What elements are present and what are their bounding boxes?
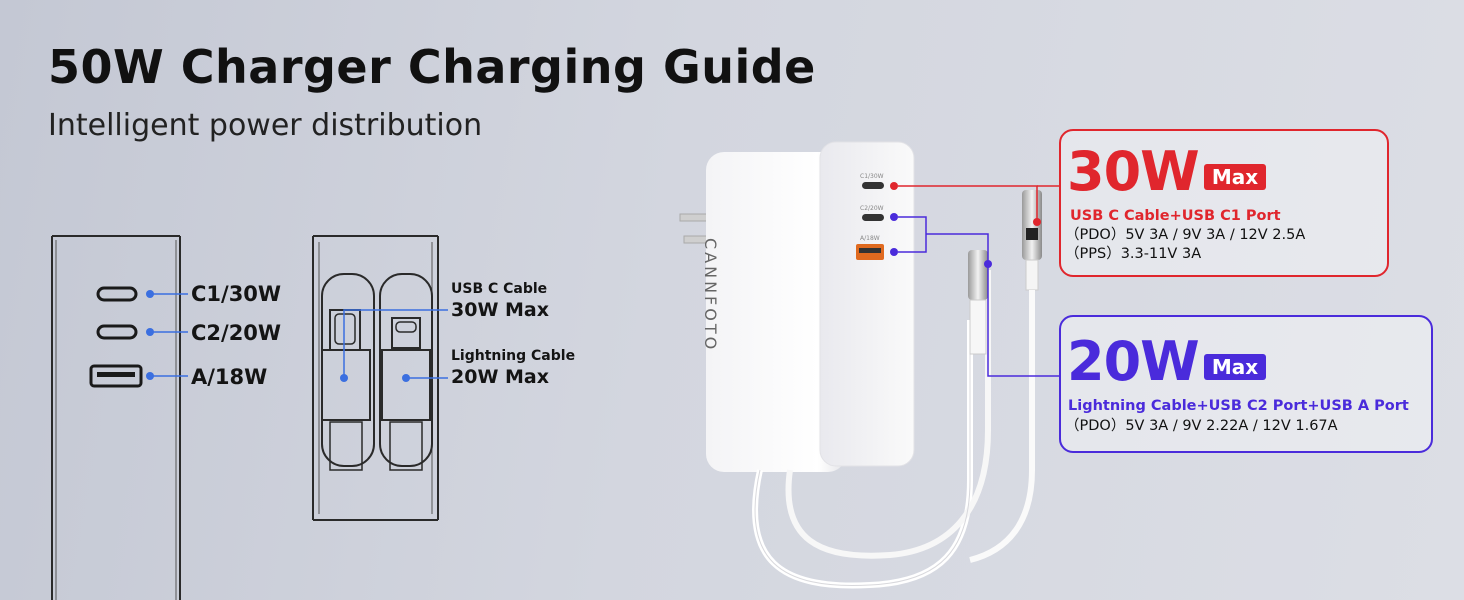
page-subtitle: Intelligent power distribution (48, 108, 483, 143)
cable-name-usbc: USB C Cable (451, 281, 548, 297)
charger-side-view-diagram (51, 235, 448, 600)
spec-30w-ports: USB C Cable+USB C1 Port (1070, 208, 1281, 224)
cable-name-lightning: Lightning Cable (451, 348, 576, 364)
charger-port-label: C1/30W (860, 173, 884, 180)
charger-port-label: A/18W (860, 235, 880, 242)
spec-30w-max-badge: Max (1203, 164, 1267, 190)
port-label-a: A/18W (191, 365, 268, 389)
page-title: 50W Charger Charging Guide (48, 40, 816, 94)
usb-c-port-icon (96, 286, 138, 302)
cable-power-usbc: 30W Max (451, 299, 549, 321)
spec-20w-watt: 20W (1067, 330, 1200, 393)
spec-30w-line: （PDO）5V 3A / 9V 3A / 12V 2.5A (1065, 227, 1306, 243)
charger-brand-text: CANNFOTO (701, 238, 720, 353)
spec-30w-line: （PPS）3.3-11V 3A (1065, 246, 1202, 262)
charger-port-label: C2/20W (860, 205, 884, 212)
charger-product-image: C1/30W C2/20W A/18W (679, 141, 1059, 589)
usb-c-port-icon (96, 324, 138, 340)
spec-20w-max-badge: Max (1203, 354, 1267, 380)
port-label-c2: C2/20W (191, 321, 282, 345)
spec-box-20w: 20W Max Lightning Cable+USB C2 Port+USB … (1059, 315, 1433, 453)
cable-power-lightning: 20W Max (451, 366, 549, 388)
spec-20w-line: （PDO）5V 3A / 9V 2.22A / 12V 1.67A (1065, 418, 1338, 434)
port-label-c1: C1/30W (191, 282, 282, 306)
spec-box-30w: 30W Max USB C Cable+USB C1 Port （PDO）5V … (1059, 129, 1389, 277)
spec-30w-watt: 30W (1067, 140, 1200, 203)
usb-a-port-icon (89, 364, 143, 388)
spec-20w-ports: Lightning Cable+USB C2 Port+USB A Port (1068, 398, 1409, 414)
